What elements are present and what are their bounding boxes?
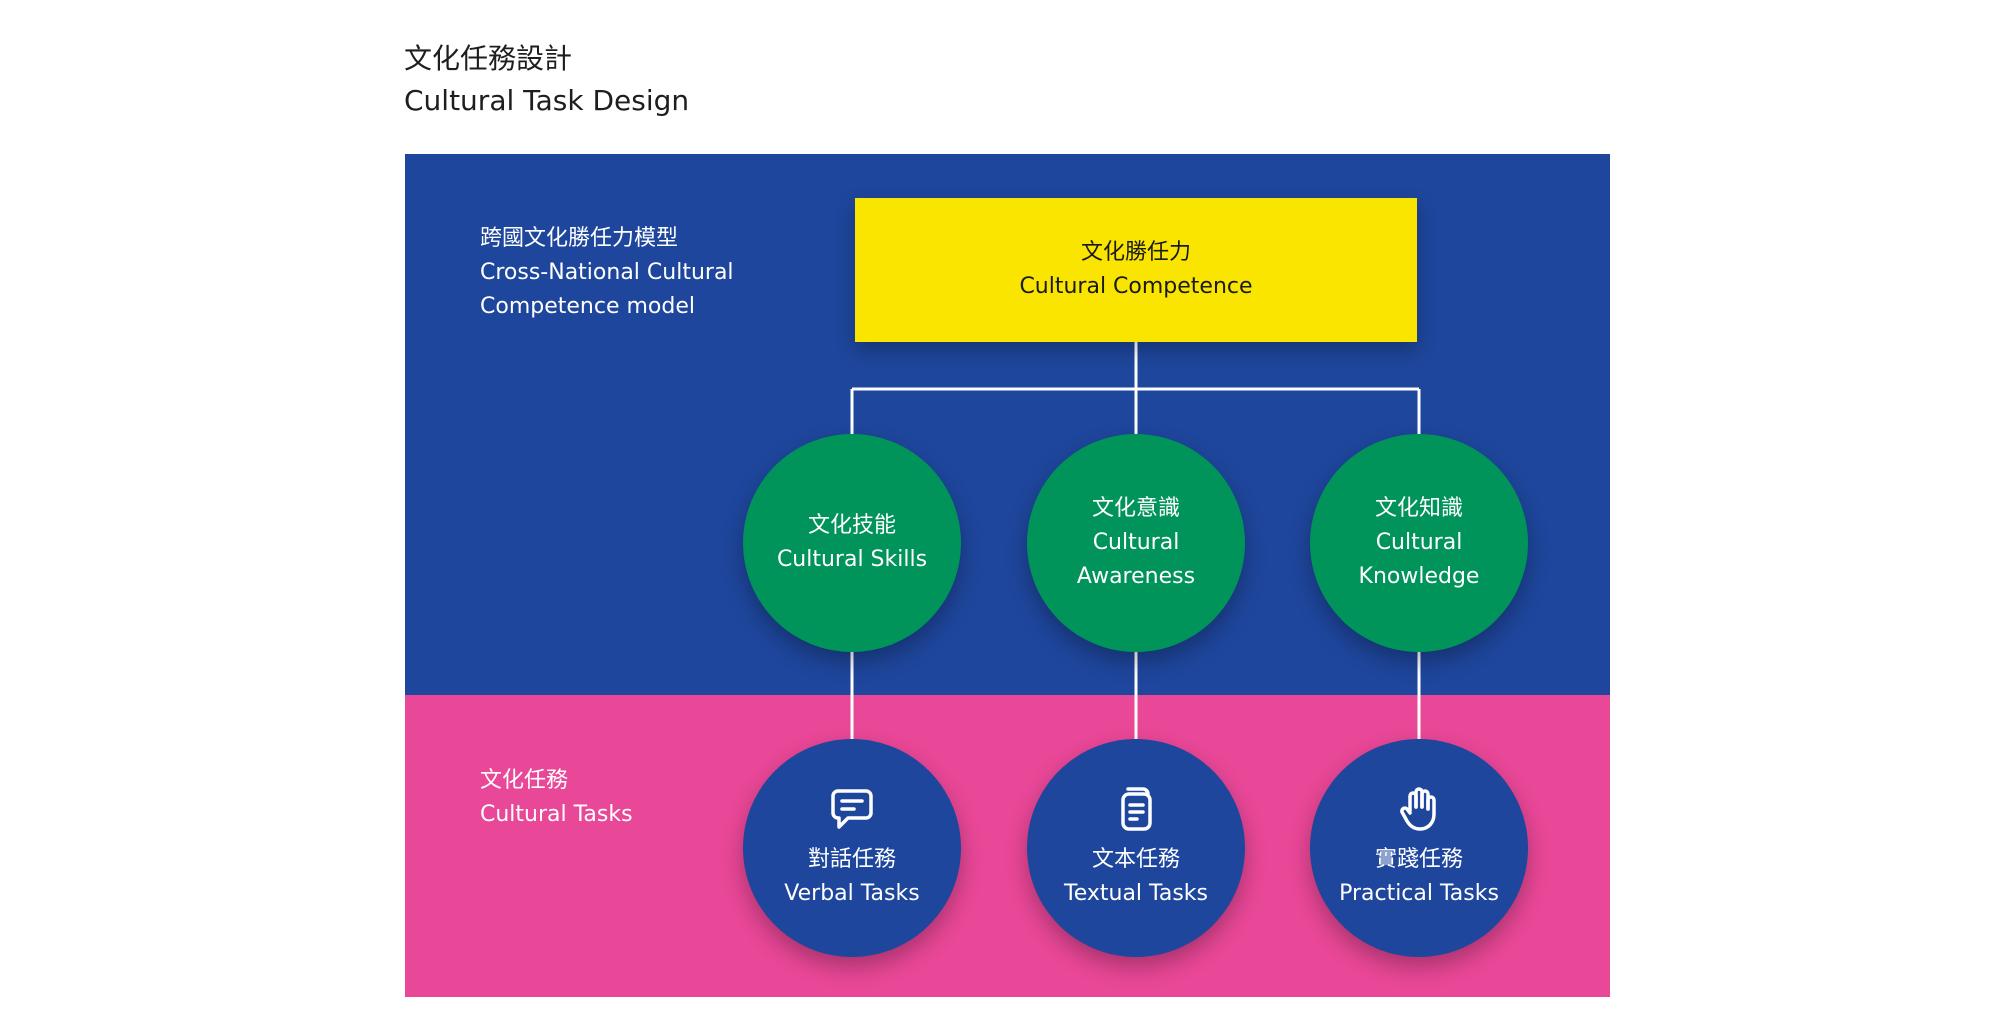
task-label-en: Verbal Tasks [784,881,920,906]
dimension-circle-knowledge: 文化知識 Cultural Knowledge [1310,434,1528,652]
task-label-zh: 文本任務 [1091,847,1180,872]
tasks-label: 文化任務 Cultural Tasks [480,764,633,832]
task-label-en: Practical Tasks [1339,881,1499,906]
hand-icon [1395,785,1443,833]
dimension-label-en-line2: Awareness [1076,564,1196,589]
dimension-circle-skills: 文化技能 Cultural Skills [743,434,961,652]
dimension-label-en-line1: Cultural [1092,530,1180,555]
dimension-label-zh: 文化知識 [1374,496,1463,521]
model-label-zh: 跨國文化勝任力模型 [480,226,679,251]
chat-icon [828,785,876,833]
tasks-label-zh: 文化任務 [480,768,569,793]
tasks-label-en: Cultural Tasks [480,802,633,827]
document-icon [1112,785,1160,833]
competence-label-zh: 文化勝任力 [1080,240,1191,265]
connector-lines [850,342,1421,739]
task-label-zh: 實踐任務 [1374,847,1463,872]
model-label-en-line1: Cross-National Cultural [480,260,734,285]
model-label: 跨國文化勝任力模型 Cross-National Cultural Compet… [480,222,734,324]
task-circle-verbal: 對話任務 Verbal Tasks [743,739,961,957]
task-circle-textual: 文本任務 Textual Tasks [1027,739,1245,957]
page-title-en: Cultural Task Design [404,84,690,117]
model-label-en-line2: Competence model [480,294,695,319]
diagram-panel: 跨國文化勝任力模型 Cross-National Cultural Compet… [405,154,1610,997]
dimension-circle-awareness: 文化意識 Cultural Awareness [1027,434,1245,652]
dimension-label-en-line1: Cultural Skills [776,547,928,572]
dimension-label-zh: 文化意識 [1091,496,1180,521]
task-label-zh: 對話任務 [807,847,896,872]
dimension-label-zh: 文化技能 [807,513,896,538]
page-heading: 文化任務設計 Cultural Task Design [404,38,689,122]
cultural-competence-box: 文化勝任力 Cultural Competence [855,198,1417,342]
task-label-en: Textual Tasks [1064,881,1208,906]
competence-label-en: Cultural Competence [1019,274,1253,299]
dimension-label-en-line1: Cultural [1375,530,1463,555]
page-title-zh: 文化任務設計 [404,42,573,75]
dimension-label-en-line2: Knowledge [1358,564,1480,589]
task-circle-practical: 實踐任務 Practical Tasks [1310,739,1528,957]
